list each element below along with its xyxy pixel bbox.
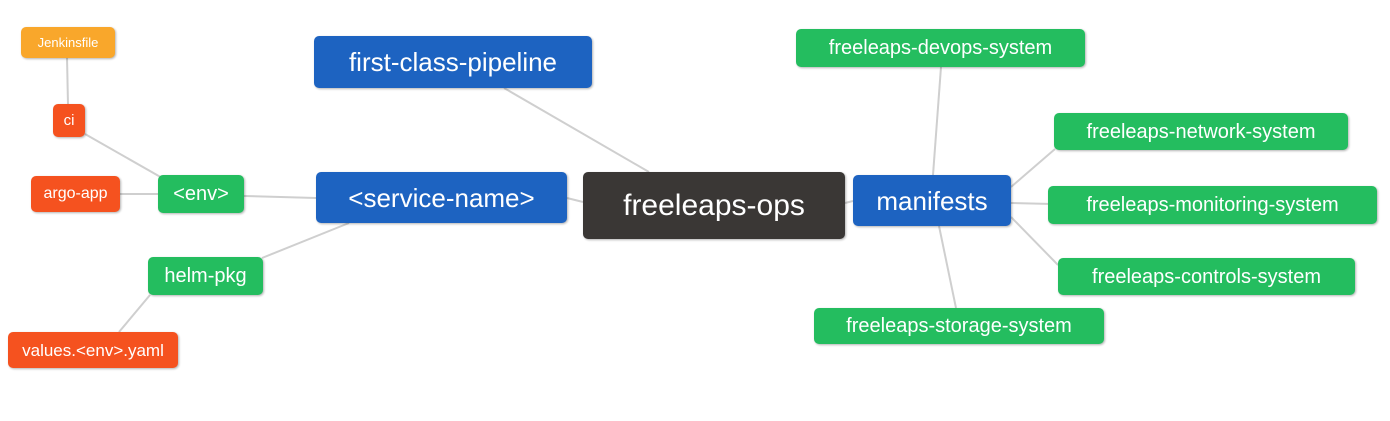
- edge-manifests-storage: [938, 225, 957, 309]
- edge-ci-env: [84, 133, 165, 180]
- node-freeleaps-monitoring-system[interactable]: freeleaps-monitoring-system: [1048, 186, 1377, 224]
- node-freeleaps-controls-system[interactable]: freeleaps-controls-system: [1058, 258, 1355, 295]
- edge-pipeline-ops: [503, 87, 650, 173]
- edge-env-service-name: [243, 195, 317, 199]
- node-jenkinsfile[interactable]: Jenkinsfile: [21, 27, 115, 58]
- edge-service-name-helm-pkg: [261, 222, 350, 259]
- node-freeleaps-ops[interactable]: freeleaps-ops: [583, 172, 845, 239]
- node-first-class-pipeline[interactable]: first-class-pipeline: [314, 36, 592, 88]
- node-freeleaps-storage-system[interactable]: freeleaps-storage-system: [814, 308, 1104, 344]
- node-helm-pkg[interactable]: helm-pkg: [148, 257, 263, 295]
- node-ci[interactable]: ci: [53, 104, 85, 137]
- node-argo-app[interactable]: argo-app: [31, 176, 120, 212]
- edge-manifests-devops: [932, 66, 942, 176]
- edge-service-name-ops: [566, 197, 584, 203]
- node-manifests[interactable]: manifests: [853, 175, 1011, 226]
- node-freeleaps-network-system[interactable]: freeleaps-network-system: [1054, 113, 1348, 150]
- node-service-name[interactable]: <service-name>: [316, 172, 567, 223]
- edge-manifests-network: [1010, 148, 1056, 188]
- edge-manifests-controls: [1010, 216, 1059, 266]
- node-env[interactable]: <env>: [158, 175, 244, 213]
- node-freeleaps-devops-system[interactable]: freeleaps-devops-system: [796, 29, 1085, 67]
- edge-ops-manifests: [844, 200, 854, 204]
- node-values-env-yaml[interactable]: values.<env>.yaml: [8, 332, 178, 368]
- edge-manifests-monitoring: [1010, 202, 1053, 205]
- edge-helm-pkg-values: [118, 294, 151, 333]
- edge-jenkinsfile-ci: [66, 56, 69, 106]
